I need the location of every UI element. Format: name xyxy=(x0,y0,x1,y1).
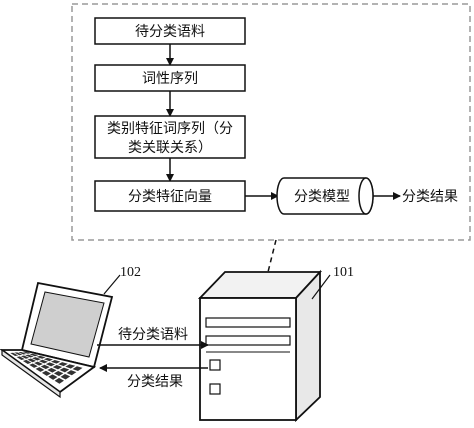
feature-vector-label: 分类特征向量 xyxy=(128,189,212,205)
keyboard-key xyxy=(40,364,50,370)
corpus-label: 待分类语料 xyxy=(135,24,205,40)
keyboard-key xyxy=(10,352,19,357)
keyboard-key xyxy=(59,367,70,373)
keyboard-key xyxy=(27,358,37,363)
keyboard-key xyxy=(22,359,32,364)
keyboard-key xyxy=(18,351,27,355)
server-ref-number: 101 xyxy=(333,265,354,280)
feature-word-sequence-line1: 类别特征词序列（分 xyxy=(107,121,233,137)
laptop-icon xyxy=(0,281,114,399)
ref-leader-102 xyxy=(103,274,121,295)
keyboard-key xyxy=(25,354,34,358)
keyboard-key xyxy=(20,355,30,359)
return-result-label: 分类结果 xyxy=(127,374,183,390)
ref-leader-101 xyxy=(311,274,331,300)
keyboard-key xyxy=(47,367,57,373)
keyboard-key xyxy=(36,355,46,359)
keyboard-key xyxy=(35,367,45,372)
classification-model-label: 分类模型 xyxy=(294,189,350,205)
pos-sequence-label: 词性序列 xyxy=(142,71,198,87)
send-corpus-label: 待分类语料 xyxy=(118,327,188,343)
keyboard-key xyxy=(29,363,38,368)
keyboard-key xyxy=(65,364,76,369)
keyboard-key xyxy=(22,351,31,354)
server-icon xyxy=(197,269,323,423)
keyboard-key xyxy=(45,362,56,367)
keyboard-key xyxy=(14,352,23,356)
keyboard-key xyxy=(50,360,61,364)
keyboard-key xyxy=(41,370,51,376)
keyboard-key xyxy=(60,374,71,380)
keyboard-key xyxy=(43,357,54,362)
keyboard-key xyxy=(54,377,64,384)
keyboard-key xyxy=(52,364,63,370)
pos-sequence-box: 词性序列 xyxy=(94,64,246,92)
keyboard-key xyxy=(29,353,39,357)
feature-word-sequence-box: 类别特征词序列（分 类关联关系） xyxy=(94,115,246,159)
keyboard-key xyxy=(66,370,77,376)
keyboard-key xyxy=(48,374,58,380)
keyboard-key xyxy=(53,370,64,377)
processing-region xyxy=(71,3,471,241)
laptop-keyboard xyxy=(10,351,83,384)
feature-vector-box: 分类特征向量 xyxy=(94,180,246,212)
keyboard-key xyxy=(16,356,25,361)
keyboard-key xyxy=(58,362,68,367)
keyboard-key xyxy=(72,366,83,372)
feature-word-sequence-line2: 类关联关系） xyxy=(128,140,212,156)
terminal-ref-number: 102 xyxy=(120,265,141,280)
keyboard-key xyxy=(34,361,43,366)
keyboard-key xyxy=(38,359,48,364)
keyboard-key xyxy=(32,357,41,361)
corpus-box: 待分类语料 xyxy=(94,17,246,45)
classification-model-cylinder: 分类模型 xyxy=(276,177,374,215)
server-link xyxy=(267,239,277,273)
classification-result-label: 分类结果 xyxy=(402,189,458,205)
